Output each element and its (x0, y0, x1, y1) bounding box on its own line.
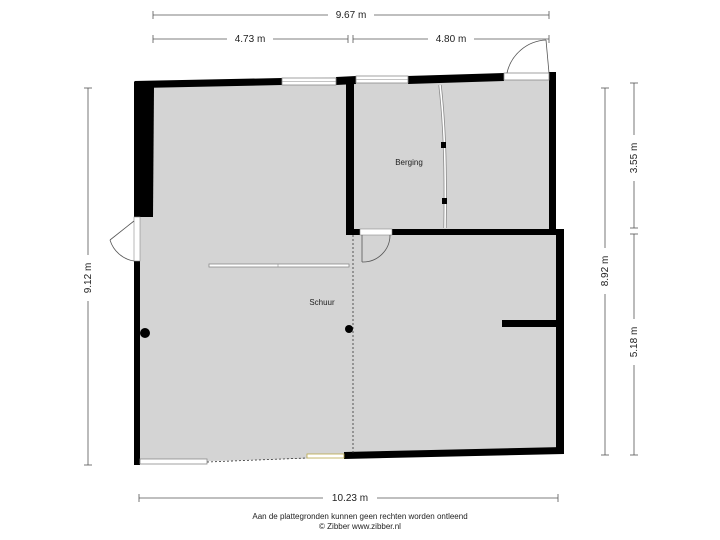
footer-disclaimer: Aan de plattegronden kunnen geen rechten… (252, 512, 468, 521)
floor-berging (350, 73, 556, 233)
room-label-berging: Berging (395, 158, 423, 167)
dimension-top-right: 4.80 m (352, 32, 550, 45)
dimension-right-upper: 3.55 m (627, 82, 641, 229)
wall-left-lower (134, 261, 140, 464)
dimension-top-total: 9.67 m (152, 8, 550, 21)
door-berging (359, 228, 393, 263)
wall-right-upper (549, 72, 556, 234)
wall-right-lower (556, 229, 564, 454)
dimension-bottom-total: 10.23 m (138, 491, 559, 504)
dimension-right-total: 8.92 m (598, 87, 612, 456)
dimension-label-top-total: 9.67 m (336, 10, 367, 21)
dimension-label-left-total: 9.12 m (83, 263, 94, 294)
dimension-label-top-left: 4.73 m (235, 34, 266, 45)
dimension-label-right-lower: 5.18 m (629, 327, 640, 358)
dimension-label-bottom-total: 10.23 m (332, 493, 368, 504)
post-berging-upper (441, 142, 446, 148)
boundary-bottom (206, 457, 308, 463)
footer: Aan de plattegronden kunnen geen rechten… (0, 512, 720, 532)
floor-schuur (135, 77, 562, 463)
partition-horizontal (208, 263, 350, 268)
dimension-label-right-total: 8.92 m (600, 256, 611, 287)
column-center (345, 325, 353, 333)
wall-bottom (344, 447, 564, 459)
wall-step (392, 229, 564, 235)
door-top-right (506, 39, 550, 74)
dimension-right-lower: 5.18 m (627, 233, 641, 456)
wall-top-right (408, 73, 504, 84)
wall-top-left (134, 78, 282, 88)
footer-copyright: © Zibber www.zibber.nl (319, 522, 401, 531)
window-top-right (503, 72, 550, 81)
dimension-top-left: 4.73 m (152, 32, 349, 45)
dimension-label-top-right: 4.80 m (436, 34, 467, 45)
column-left (140, 328, 150, 338)
dimension-left-total: 9.12 m (81, 87, 95, 466)
door-left (109, 216, 141, 262)
dimension-label-right-upper: 3.55 m (629, 143, 640, 174)
threshold-bottom (306, 453, 345, 459)
wall-berging-left (346, 77, 354, 235)
wall-left-upper-inner (134, 82, 140, 217)
post-berging-lower (442, 198, 447, 204)
window-bottom (139, 458, 208, 465)
room-label-schuur: Schuur (309, 298, 335, 307)
wall-bottom-corner (134, 459, 140, 465)
wall-stub (502, 320, 559, 327)
